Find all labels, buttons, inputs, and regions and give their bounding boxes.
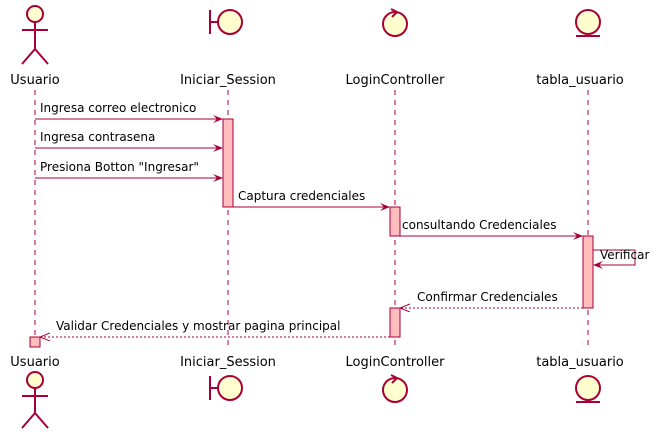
participant-label-tabla-usuario-bottom: tabla_usuario (536, 355, 624, 370)
control-icon (382, 8, 408, 37)
message-label: Ingresa contrasena (40, 130, 155, 144)
activation-logincontroller-1 (389, 206, 401, 237)
message-label: Presiona Botton "Ingresar" (40, 160, 199, 174)
self-message-arrow (593, 249, 636, 269)
messages: Ingresa correo electronico Ingresa contr… (35, 101, 649, 337)
entity-icon (575, 375, 601, 403)
message-label: consultando Credenciales (402, 218, 556, 232)
participant-label-logincontroller-bottom: LoginController (345, 355, 445, 370)
entity-icon (575, 9, 601, 37)
activations (29, 118, 594, 348)
actor-icon (21, 5, 49, 65)
activation-logincontroller-2 (389, 307, 401, 338)
participant-label-iniciar-session: Iniciar_Session (180, 73, 276, 88)
participant-label-usuario: Usuario (10, 73, 59, 88)
participants-top: Usuario Iniciar_Session LoginController … (10, 5, 624, 88)
message-label: Validar Credenciales y mostrar pagina pr… (56, 319, 340, 333)
message-label: Ingresa correo electronico (40, 101, 196, 115)
activation-usuario (29, 336, 41, 348)
participant-label-iniciar-session-bottom: Iniciar_Session (180, 355, 276, 370)
participants-bottom: Usuario Iniciar_Session LoginController … (10, 355, 624, 429)
boundary-icon (209, 375, 243, 401)
message-label: Verificar (600, 248, 649, 262)
activation-iniciar-session (222, 118, 234, 208)
actor-icon (21, 371, 49, 429)
participant-label-usuario-bottom: Usuario (10, 355, 59, 370)
participant-label-logincontroller: LoginController (345, 73, 445, 88)
control-icon (382, 374, 408, 403)
participant-label-tabla-usuario: tabla_usuario (536, 73, 624, 88)
boundary-icon (209, 9, 243, 35)
message-label: Captura credenciales (238, 189, 365, 203)
message-label: Confirmar Credenciales (417, 290, 558, 304)
activation-tabla-usuario (582, 235, 594, 309)
